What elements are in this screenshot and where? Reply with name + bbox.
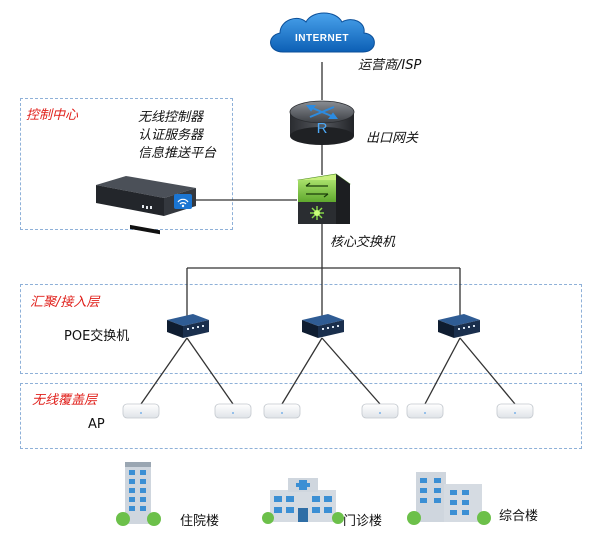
building-label-general: 综合楼 (499, 509, 539, 524)
access-point-icon (361, 403, 399, 419)
access-point-icon (496, 403, 534, 419)
internet-cloud-text: INTERNET (295, 33, 349, 44)
poe-switch-icon (302, 314, 344, 338)
link-poe2-ap3 (281, 337, 323, 405)
core-switch-icon (297, 173, 351, 224)
access-point-icon (122, 403, 160, 419)
control-center-item: 认证服务器 (138, 128, 204, 143)
poe-switch-label: POE交换机 (64, 329, 130, 344)
poe-switch-icon (438, 314, 480, 338)
link-poe1-ap2 (186, 337, 234, 405)
control-center-item: 无线控制器 (138, 110, 204, 125)
wireless-zone (20, 383, 582, 449)
control-center-item: 信息推送平台 (138, 146, 217, 161)
building-label-outpatient: 门诊楼 (343, 514, 383, 529)
internet-cloud-icon: INTERNET (270, 12, 375, 53)
link-poe2-ap4 (321, 337, 381, 405)
core-switch-label: 核心交换机 (330, 235, 396, 250)
gateway-label: 出口网关 (366, 131, 419, 146)
isp-label: 运营商/ISP (358, 58, 422, 73)
inpatient-building-icon (116, 462, 161, 526)
link-poe3-ap6 (459, 337, 516, 405)
access-point-icon (263, 403, 301, 419)
connection-lines (140, 62, 516, 405)
control-center-zone (20, 98, 233, 230)
router-icon: R (289, 100, 355, 145)
ap-label: AP (88, 417, 105, 432)
wireless-title: 无线覆盖层 (32, 393, 98, 408)
server-icon (96, 176, 196, 235)
control-center-title: 控制中心 (26, 108, 79, 123)
building-label-inpatient: 住院楼 (180, 514, 220, 529)
router-letter: R (317, 120, 328, 137)
link-poe1-ap1 (140, 337, 188, 405)
access-point-icon (406, 403, 444, 419)
access-point-icon (214, 403, 252, 419)
general-building-icon (407, 472, 491, 525)
link-poe3-ap5 (424, 337, 461, 405)
aggregation-title: 汇聚/接入层 (30, 295, 100, 310)
poe-switch-icon (167, 314, 209, 338)
outpatient-building-icon (262, 478, 344, 524)
